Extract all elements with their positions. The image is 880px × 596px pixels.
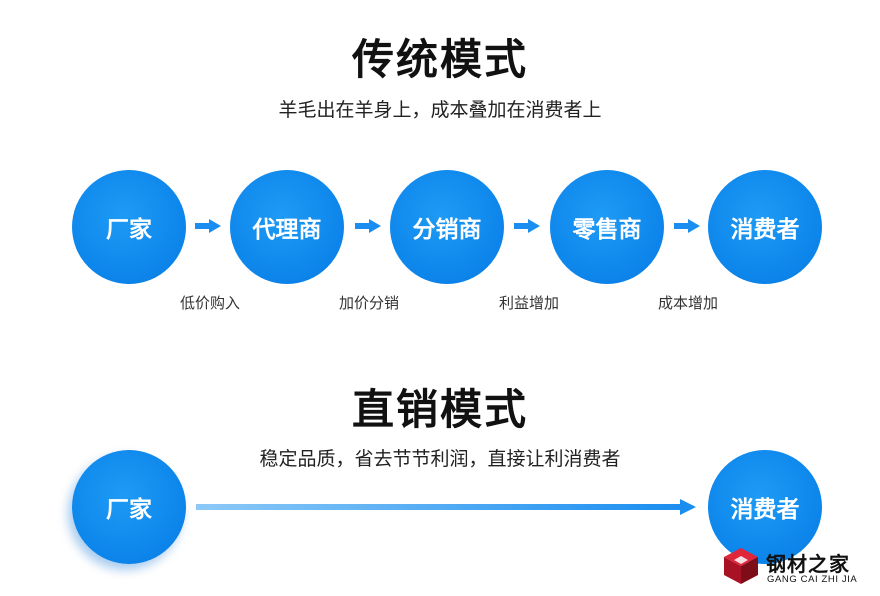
step-label-profit-increase: 利益增加	[498, 294, 559, 312]
step-label-markup-distribute: 加价分销	[338, 294, 399, 312]
node-retailer: 零售商	[550, 170, 664, 284]
node-manufacturer-direct: 厂家	[72, 450, 186, 564]
arrow-right-icon	[355, 219, 381, 233]
brand-name: 钢材之家	[766, 552, 850, 576]
arrow-right-icon	[195, 219, 221, 233]
node-consumer-direct: 消费者	[708, 450, 822, 564]
brand-logo: 钢材之家 GANG CAI ZHI JIA	[722, 544, 872, 590]
node-agent: 代理商	[230, 170, 344, 284]
direct-title: 直销模式	[351, 385, 528, 434]
arrow-right-icon	[674, 219, 700, 233]
traditional-title: 传统模式	[351, 35, 528, 84]
brand-pinyin: GANG CAI ZHI JIA	[767, 574, 858, 585]
long-arrow-right-icon	[196, 499, 696, 515]
direct-subtitle: 稳定品质，省去节节利润，直接让利消费者	[259, 448, 621, 470]
cube-logo-icon	[724, 548, 758, 584]
step-label-buy-low: 低价购入	[179, 294, 240, 312]
arrow-right-icon	[514, 219, 540, 233]
step-label-cost-increase: 成本增加	[657, 294, 718, 312]
node-distributor: 分销商	[390, 170, 504, 284]
node-manufacturer: 厂家	[72, 170, 186, 284]
node-consumer: 消费者	[708, 170, 822, 284]
traditional-subtitle: 羊毛出在羊身上，成本叠加在消费者上	[278, 99, 602, 121]
